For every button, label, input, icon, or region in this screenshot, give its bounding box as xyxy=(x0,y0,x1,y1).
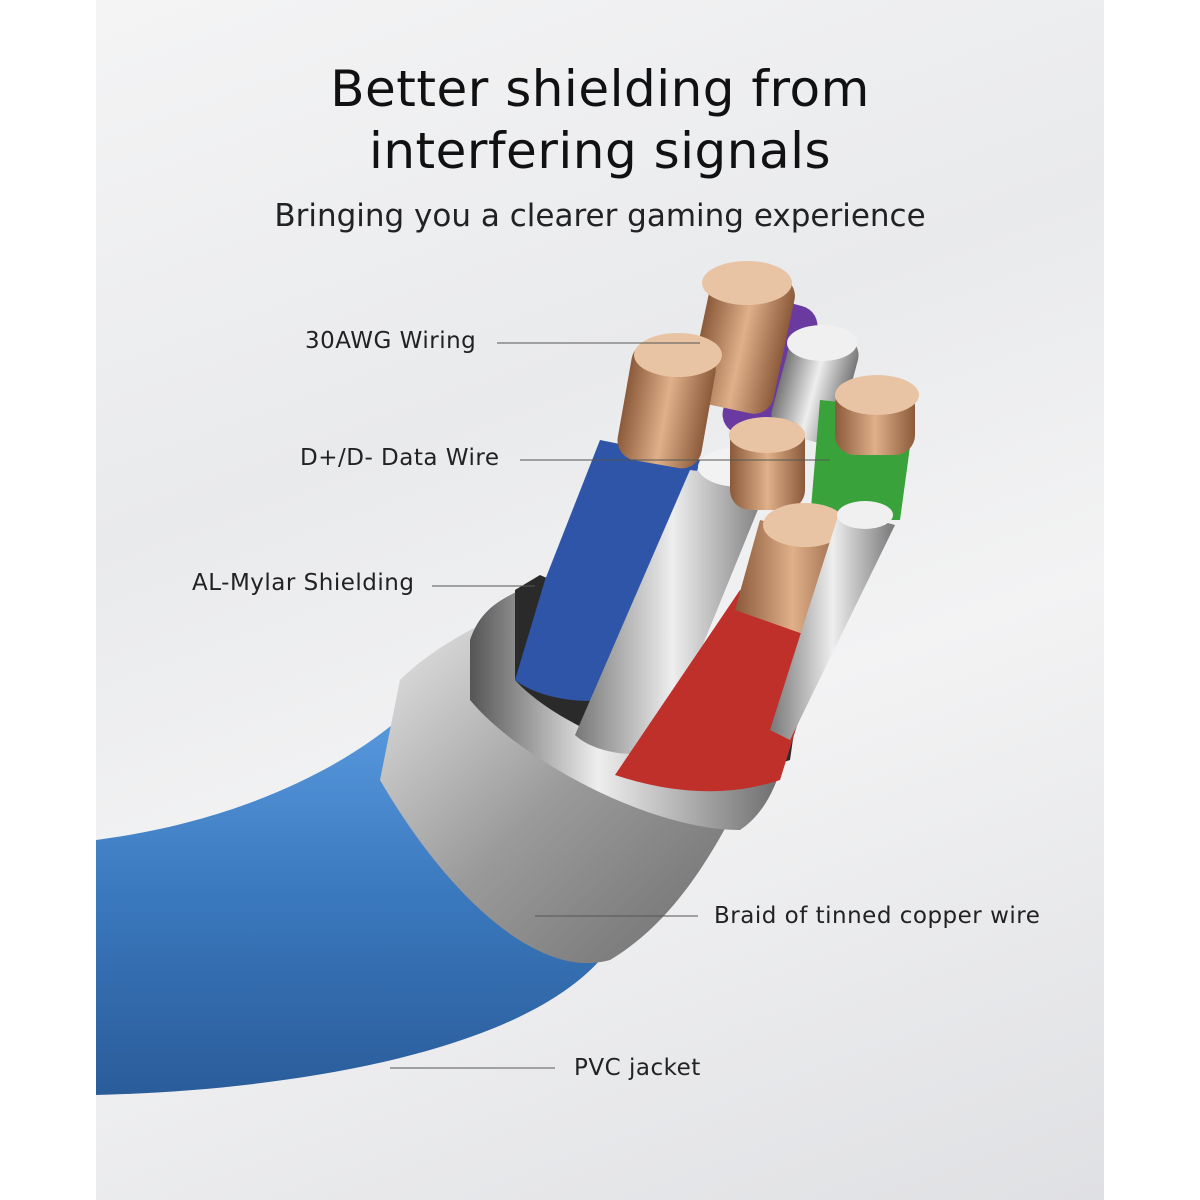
label-data-wire: D+/D- Data Wire xyxy=(300,445,500,471)
title-line-2: interfering signals xyxy=(368,122,832,180)
wire-silver-right xyxy=(770,501,895,740)
wire-green xyxy=(810,375,919,520)
copper-braid xyxy=(380,620,740,964)
wire-copper-mid xyxy=(729,417,805,510)
label-braid: Braid of tinned copper wire xyxy=(714,903,1041,929)
label-30awg-wiring: 30AWG Wiring xyxy=(305,328,477,354)
label-mylar-shielding: AL-Mylar Shielding xyxy=(192,570,415,596)
leader-lines xyxy=(390,342,830,1069)
title-line-1: Better shielding from xyxy=(330,60,870,118)
label-pvc-jacket: PVC jacket xyxy=(574,1055,701,1081)
wire-copper-top xyxy=(690,261,795,414)
page-title: Better shielding from interfering signal… xyxy=(96,58,1104,182)
subtitle: Bringing you a clearer gaming experience xyxy=(274,198,926,234)
